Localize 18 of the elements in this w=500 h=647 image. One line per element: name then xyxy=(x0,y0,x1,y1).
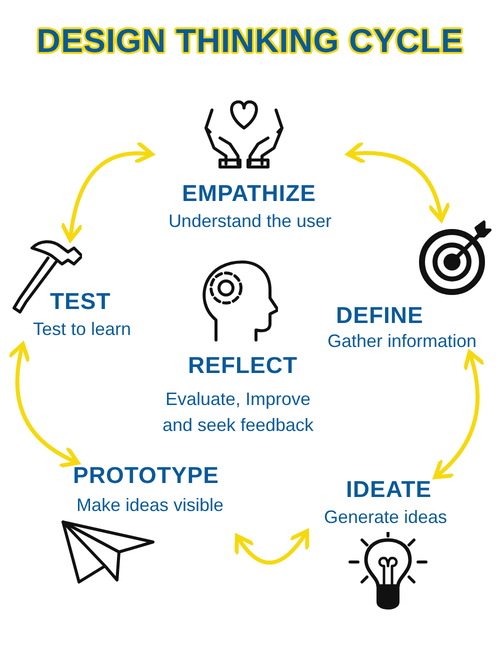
stage-heading: PROTOTYPE xyxy=(73,462,219,489)
cycle-arrow xyxy=(9,342,80,467)
cycle-arrow xyxy=(234,529,310,565)
stage-description: Understand the user xyxy=(167,210,333,233)
stage-description: Test to learn xyxy=(32,318,132,341)
stage-description: Generate ideas xyxy=(322,506,448,529)
stage-description: Gather information xyxy=(326,330,478,353)
cycle-arrow xyxy=(61,142,154,242)
stage-heading: DEFINE xyxy=(336,302,424,329)
stage-heading: EMPATHIZE xyxy=(182,180,316,207)
stage-description: Evaluate, Improve and seek feedback xyxy=(161,388,315,437)
stage-heading: REFLECT xyxy=(188,352,298,379)
title: DESIGN THINKING CYCLE xyxy=(36,22,464,60)
cycle-arrow xyxy=(433,350,484,480)
stage-heading: IDEATE xyxy=(346,476,432,503)
stage-heading: TEST xyxy=(50,288,111,315)
cycle-arrow xyxy=(346,142,450,222)
stage-description: Make ideas visible xyxy=(75,494,225,517)
